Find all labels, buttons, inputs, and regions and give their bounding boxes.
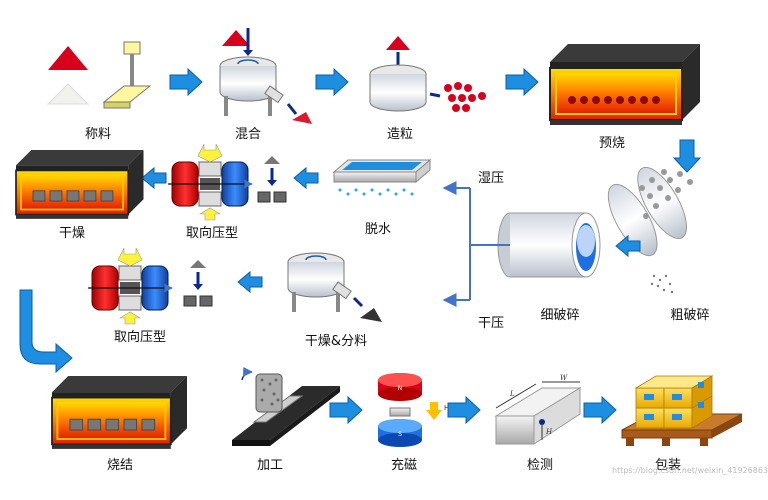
step-label-mix: 混合 [234, 127, 262, 142]
step-label-dry: 干燥 [58, 226, 86, 241]
flow-arrow [169, 68, 203, 96]
branch-label-dry-press: 干压 [478, 316, 505, 331]
flow-arrow-curved [19, 289, 73, 374]
flow-arrow [505, 68, 539, 96]
dim-h-label: H [545, 428, 553, 436]
mixer-icon [218, 28, 312, 124]
step-label-coarse-crush: 粗破碎 [670, 308, 710, 323]
flow-arrow [315, 68, 349, 96]
step-label-sinter: 烧结 [106, 458, 134, 473]
pallet-boxes-icon [621, 375, 743, 446]
orient-press-icon [168, 144, 252, 220]
dryer-classifier-icon [286, 251, 382, 322]
dewater-tray-icon [332, 158, 432, 196]
step-label-magnetize: 充磁 [390, 458, 418, 473]
split-flow-lines [442, 181, 510, 307]
dry-furnace-icon [15, 149, 145, 220]
flow-arrow [583, 396, 617, 424]
step-label-orient-press-dry: 取向压型 [113, 330, 167, 345]
inspection-icon: W L H [494, 374, 582, 445]
step-label-dry-classify: 干燥&分料 [304, 334, 368, 349]
flow-arrow [447, 396, 481, 424]
granulator-icon [369, 36, 486, 112]
step-label-fine-crush: 细破碎 [540, 308, 580, 323]
dim-l-label: L [509, 390, 515, 398]
magnet-s-label: S [398, 431, 402, 438]
step-label-dewater: 脱水 [364, 222, 392, 237]
magnetizer-icon: N S H [378, 373, 449, 447]
machining-icon [232, 366, 340, 446]
flow-arrow [329, 396, 363, 424]
step-label-inspect: 检测 [526, 458, 554, 473]
coarse-crusher-icon [607, 166, 693, 294]
dim-w-label: W [560, 374, 568, 382]
presinter-furnace-icon [549, 43, 701, 126]
flow-arrow [293, 166, 319, 190]
orient-press-icon [88, 248, 172, 324]
fine-crusher-icon [497, 212, 601, 278]
step-label-granulate: 造粒 [386, 127, 414, 142]
step-label-weigh: 称料 [84, 127, 112, 142]
flow-arrow [673, 139, 701, 173]
branch-label-wet-press: 湿压 [478, 171, 505, 186]
step-label-package: 包装 [654, 458, 682, 473]
flow-arrow [237, 270, 263, 294]
weigh-icon [46, 41, 152, 109]
magnet-n-label: N [398, 385, 403, 392]
flow-arrow [615, 234, 641, 258]
step-label-presinter: 预烧 [598, 136, 626, 151]
flow-arrow [141, 166, 167, 190]
field-h-label: H [444, 404, 449, 412]
powder-to-blocks-icon [183, 260, 213, 307]
watermark: https://blog.csdn.net/weixin_41926863 [612, 466, 768, 475]
powder-to-blocks-icon [257, 156, 287, 203]
step-label-orient-press-wet: 取向压型 [185, 226, 239, 241]
step-label-machining: 加工 [256, 458, 284, 473]
sinter-furnace-icon [51, 375, 188, 450]
